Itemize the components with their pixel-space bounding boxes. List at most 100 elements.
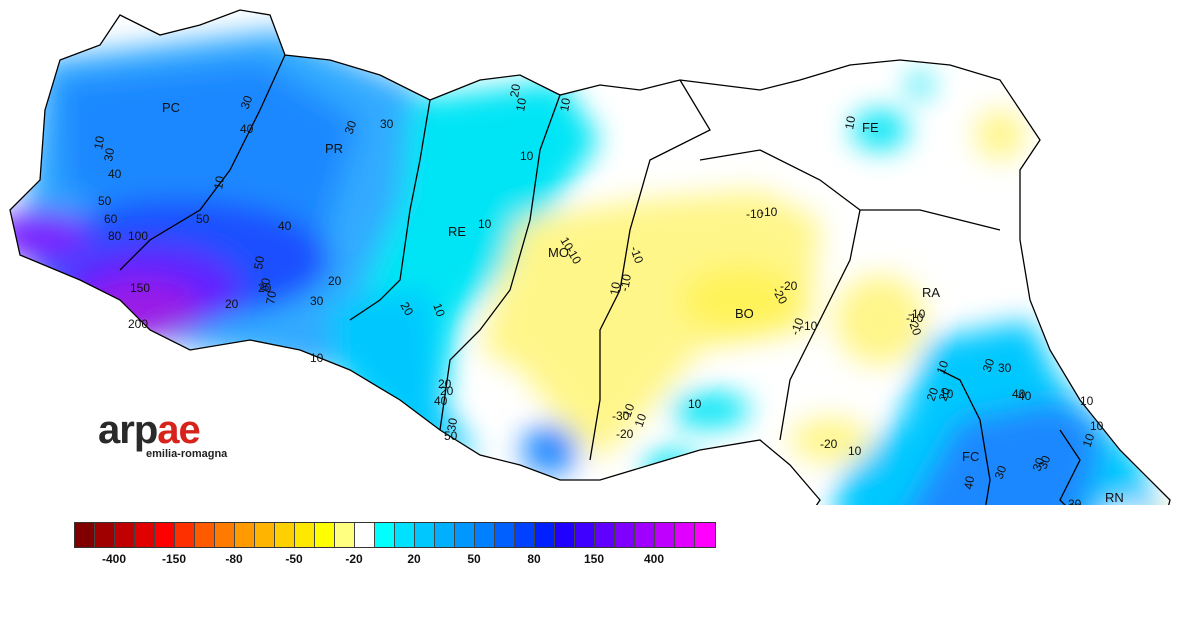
isoline-label: 20 (225, 297, 239, 311)
legend-swatch (255, 523, 275, 547)
isoline-label: -10 (908, 307, 926, 321)
isoline-label: 10 (310, 351, 324, 365)
isoline-label: 30 (1030, 455, 1048, 473)
isoline-labels: 10 30 40 30 50 60 30 40 30 20 10 10 10 1… (91, 83, 1104, 505)
legend-swatch (515, 523, 535, 547)
province-label-pr: PR (325, 141, 343, 156)
isoline-label: 10 (513, 97, 529, 113)
isoline-label: 40 (108, 167, 122, 181)
isoline-label: 40 (434, 394, 448, 408)
legend-swatch (555, 523, 575, 547)
isoline-label: 10 (1080, 394, 1094, 408)
province-label-ra: RA (922, 285, 940, 300)
isoline-label: 30 (310, 294, 324, 308)
isoline-label: -10 (627, 244, 646, 265)
isoline-label: 40 (1018, 389, 1032, 403)
isoline-label: 10 (520, 149, 534, 163)
isoline-label: 200 (128, 317, 148, 331)
legend-label: -20 (345, 552, 363, 566)
legend-swatch (115, 523, 135, 547)
isoline-label: 150 (130, 281, 150, 295)
isoline-label: 10 (430, 301, 448, 319)
isoline-label: 10 (940, 387, 954, 401)
legend-swatch (355, 523, 375, 547)
isoline-label: 10 (848, 444, 862, 458)
isoline-label: 50 (98, 194, 112, 208)
legend-swatch (75, 523, 95, 547)
legend-color-bar (74, 522, 716, 548)
legend-label: -80 (225, 552, 243, 566)
isoline-label: 30 (238, 93, 256, 111)
isoline-label: 20 (258, 281, 272, 295)
logo-wordmark: arpae (98, 410, 238, 450)
arpae-logo: arpae emilia-romagna (98, 410, 238, 470)
province-label-bo: BO (735, 306, 754, 321)
isoline-label: 20 (507, 83, 523, 99)
isoline-label: -10 (617, 273, 634, 293)
legend-swatch (135, 523, 155, 547)
isoline-label: 40 (1012, 387, 1026, 401)
isoline-label: 30 (380, 117, 394, 131)
legend-swatch (175, 523, 195, 547)
isoline-label: 10 (934, 358, 952, 376)
legend-swatch (675, 523, 695, 547)
isoline-label: 10 (557, 97, 573, 113)
province-label-re: RE (448, 224, 466, 239)
legend-swatch (155, 523, 175, 547)
isoline-label: 70 (263, 290, 279, 306)
isoline-label: 30 (1036, 453, 1054, 471)
isoline-label: 30 (444, 417, 460, 433)
legend-swatch (615, 523, 635, 547)
isoline-label: 40 (278, 219, 292, 233)
isoline-label: -10 (760, 205, 778, 219)
isoline-label: 10 (1080, 431, 1098, 449)
isoline-label: -20 (905, 316, 924, 337)
isoline-label: 20 (936, 385, 954, 403)
isoline-label: -10 (746, 207, 764, 221)
isoline-label: -10 (788, 316, 807, 337)
isoline-label: 10 (478, 217, 492, 231)
legend-swatch (415, 523, 435, 547)
legend-swatch (375, 523, 395, 547)
isoline-label: 10 (842, 115, 858, 131)
precipitation-anomaly-map: PC PR RE MO BO FE RA FC RN 10 30 40 30 5… (9, 9, 1171, 505)
isoline-label: 50 (444, 429, 458, 443)
isoline-label: 20 (1068, 501, 1082, 505)
isoline-label: 30 (342, 118, 360, 136)
legend-swatch (575, 523, 595, 547)
isoline-label: 10 (632, 411, 650, 429)
legend-swatch (475, 523, 495, 547)
isoline-label: -20 (780, 279, 798, 293)
legend-label: -150 (161, 552, 187, 566)
isoline-label: -20 (820, 437, 838, 451)
isoline-label: 60 (104, 212, 118, 226)
legend-swatch (95, 523, 115, 547)
legend-swatch (635, 523, 655, 547)
isoline-label: 60 (257, 277, 273, 293)
isoline-label: 30 (998, 361, 1012, 375)
logo-text-ae: ae (157, 408, 200, 452)
legend-swatch (335, 523, 355, 547)
legend-swatch (395, 523, 415, 547)
isoline-label: 50 (251, 255, 267, 271)
province-label-mo: MO (548, 245, 569, 260)
legend-swatch (195, 523, 215, 547)
logo-text-arp: arp (98, 408, 158, 452)
legend-label: -50 (285, 552, 303, 566)
legend-label: 50 (467, 552, 481, 566)
isoline-label: 30 (101, 147, 117, 163)
province-label-rn: RN (1105, 490, 1124, 505)
isoline-label: 10 (688, 397, 702, 411)
isoline-label: 20 (397, 300, 416, 319)
isoline-label: 10 (607, 281, 623, 297)
legend-swatch (315, 523, 335, 547)
isoline-label: 20 (440, 384, 454, 398)
legend-swatch (535, 523, 555, 547)
legend-label: 400 (643, 552, 665, 566)
legend-swatch (695, 523, 715, 547)
isoline-label: 50 (196, 212, 210, 226)
legend-label: 80 (527, 552, 541, 566)
